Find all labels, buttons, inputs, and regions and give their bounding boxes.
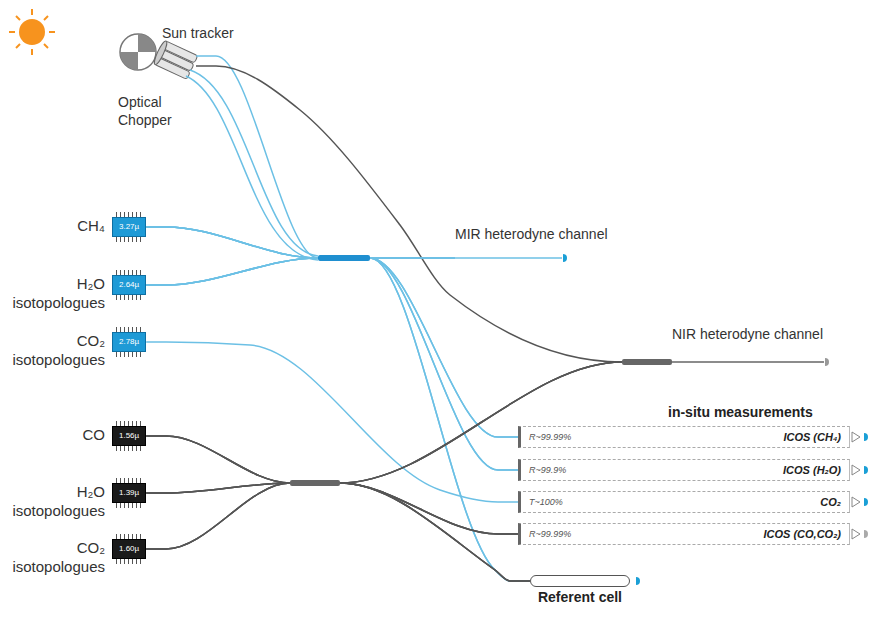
optical-fiber	[146, 258, 455, 285]
detector	[825, 358, 829, 366]
sun-ray	[16, 16, 20, 20]
sun-ray	[31, 49, 33, 55]
gas-label: CO	[5, 426, 105, 445]
sun-ray	[9, 31, 15, 33]
icos-cell: R~99.9% ICOS (H₂O)	[518, 459, 850, 481]
reflectivity-label: T~100%	[529, 497, 563, 507]
detector	[864, 466, 868, 474]
icos-cell: R~99.99% ICOS (CH₄)	[518, 426, 850, 448]
chopper-disc	[120, 34, 156, 70]
optical-fiber	[196, 66, 672, 362]
lens	[852, 497, 860, 507]
sun-ray	[49, 31, 55, 33]
optical-fiber	[146, 483, 530, 581]
wavelength-label: 1.39µ	[119, 488, 139, 498]
chopper-blade	[120, 52, 138, 70]
cell-label: ICOS (CH₄)	[783, 431, 841, 443]
optical-fiber	[146, 258, 518, 470]
cell-label: ICOS (H₂O)	[783, 464, 841, 476]
wavelength-label: 2.78µ	[119, 337, 139, 347]
gas-label: CO₂ isotopologues	[5, 539, 105, 577]
icos-cell: R~99.99% ICOS (CO,CO₂)	[518, 523, 850, 545]
optical-fiber	[146, 483, 518, 549]
optical-fiber	[146, 436, 518, 534]
lens	[852, 529, 860, 539]
sun-tracker-body	[152, 40, 197, 80]
lens	[852, 432, 860, 442]
channel-fiber	[455, 257, 562, 259]
wavelength-label: 2.64µ	[119, 280, 139, 290]
laser-chip: CO1.56µ	[112, 426, 146, 446]
node-label: Sun tracker	[162, 25, 234, 41]
optical-fiber	[146, 362, 672, 549]
reflectivity-label: R~99.99%	[529, 529, 571, 539]
laser-chip: H₂O isotopologues1.39µ	[112, 483, 146, 503]
cell-label: CO₂	[820, 496, 841, 508]
heterodyne-channel: MIR heterodyne channel	[455, 226, 608, 262]
optical-fiber	[146, 227, 455, 258]
sun-ray	[44, 44, 48, 48]
wavelength-label: 1.56µ	[119, 431, 139, 441]
optical-chopper: Optical Chopper	[118, 32, 158, 72]
reflectivity-label: R~99.99%	[529, 432, 571, 442]
fiber-coupler	[318, 255, 370, 261]
laser-chip: CH₄3.27µ	[112, 217, 146, 237]
optical-fiber	[146, 342, 518, 502]
chopper-blade	[138, 34, 156, 52]
detector	[864, 433, 868, 441]
optical-chopper-wheel	[120, 34, 156, 70]
node-label: NIR heterodyne channel	[672, 326, 823, 342]
laser-chip: CO₂ isotopologues2.78µ	[112, 332, 146, 352]
optical-fiber	[146, 227, 530, 581]
optical-fiber	[196, 56, 455, 258]
optical-fiber	[146, 258, 530, 581]
gas-label: H₂O isotopologues	[5, 275, 105, 313]
sun-rays	[9, 9, 55, 55]
node-label: MIR heterodyne channel	[455, 226, 608, 242]
wavelength-label: 3.27µ	[119, 222, 139, 232]
sun-ray	[16, 44, 20, 48]
gas-label: CH₄	[5, 217, 105, 236]
gas-label: CO₂ isotopologues	[5, 332, 105, 370]
laser-chip: H₂O isotopologues2.64µ	[112, 275, 146, 295]
detector	[563, 254, 567, 262]
channel-fiber	[672, 361, 824, 363]
lens	[852, 465, 860, 475]
fiber-coupler	[622, 359, 672, 365]
gas-cell: T~100% CO₂	[518, 491, 850, 513]
detector	[864, 498, 868, 506]
sun-disc	[19, 19, 45, 45]
node-label: Optical Chopper	[118, 94, 190, 129]
optical-fiber	[146, 483, 530, 581]
sun-ray	[44, 16, 48, 20]
detector	[636, 577, 640, 585]
tracker-aperture	[152, 40, 168, 66]
sun-ray	[31, 9, 33, 15]
wavelength-label: 1.60µ	[119, 544, 139, 554]
sun	[9, 9, 55, 55]
laser-chip: CO₂ isotopologues1.60µ	[112, 539, 146, 559]
reflectivity-label: R~99.9%	[529, 465, 566, 475]
heterodyne-channel: NIR heterodyne channel	[672, 326, 823, 366]
gas-label: H₂O isotopologues	[5, 483, 105, 521]
optical-fiber	[146, 258, 518, 437]
sun-tracker: Sun tracker	[156, 42, 196, 78]
reference-cell: Referent cell	[530, 575, 630, 587]
optical-fiber	[146, 436, 530, 581]
section-heading: in-situ measurements	[668, 404, 813, 420]
node-label: Referent cell	[538, 589, 622, 605]
fiber-coupler	[290, 480, 340, 486]
detector	[864, 530, 868, 538]
cell-label: ICOS (CO,CO₂)	[763, 528, 841, 540]
